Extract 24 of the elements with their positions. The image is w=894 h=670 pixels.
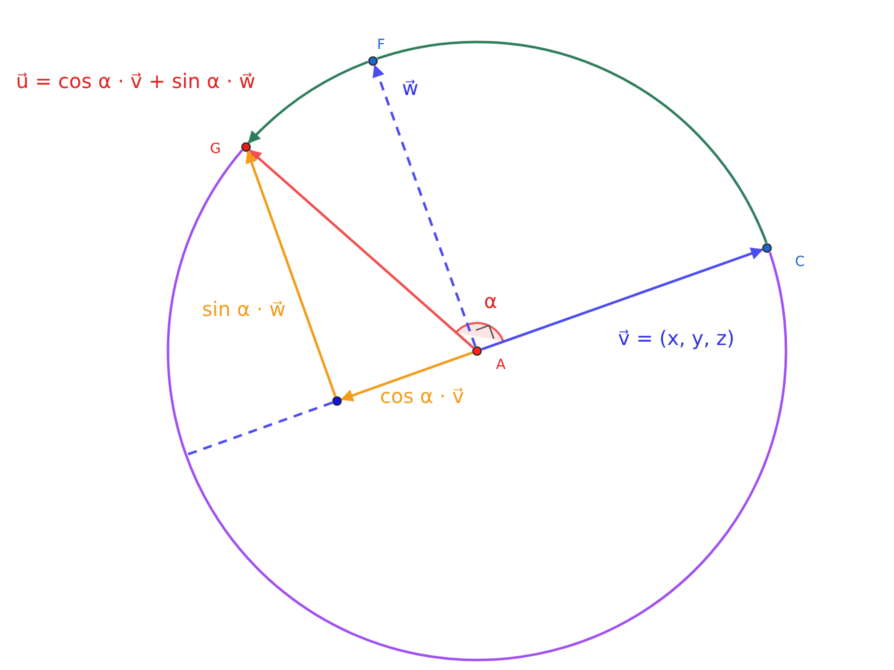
circle-arc	[167, 149, 787, 662]
vector-arrow	[372, 64, 476, 347]
edge-label: sin α · w⃗	[202, 297, 286, 321]
vector-arrow	[248, 149, 474, 349]
vector-arrow	[340, 352, 473, 402]
formula-label: u⃗ = cos α · v⃗ + sin α · w⃗	[16, 69, 256, 93]
point-marker	[332, 396, 342, 406]
edge-label: v⃗ = (x, y, z)	[618, 326, 735, 350]
point-marker	[762, 243, 772, 253]
circle-arc	[377, 41, 768, 244]
point-marker	[241, 142, 251, 152]
angle-label: α	[484, 289, 498, 313]
point-label: A	[496, 357, 506, 373]
point-marker	[368, 56, 378, 66]
point-marker	[472, 346, 482, 356]
vector-arrow	[246, 150, 336, 397]
edge-label: cos α · v⃗	[380, 384, 464, 408]
point-label: G	[210, 141, 221, 157]
point-label: C	[795, 254, 805, 270]
circle-arc	[248, 60, 368, 144]
extension-line	[186, 402, 333, 456]
edge-label: w⃗	[402, 76, 418, 100]
point-label: F	[377, 37, 386, 53]
vector-arrow	[481, 248, 764, 350]
